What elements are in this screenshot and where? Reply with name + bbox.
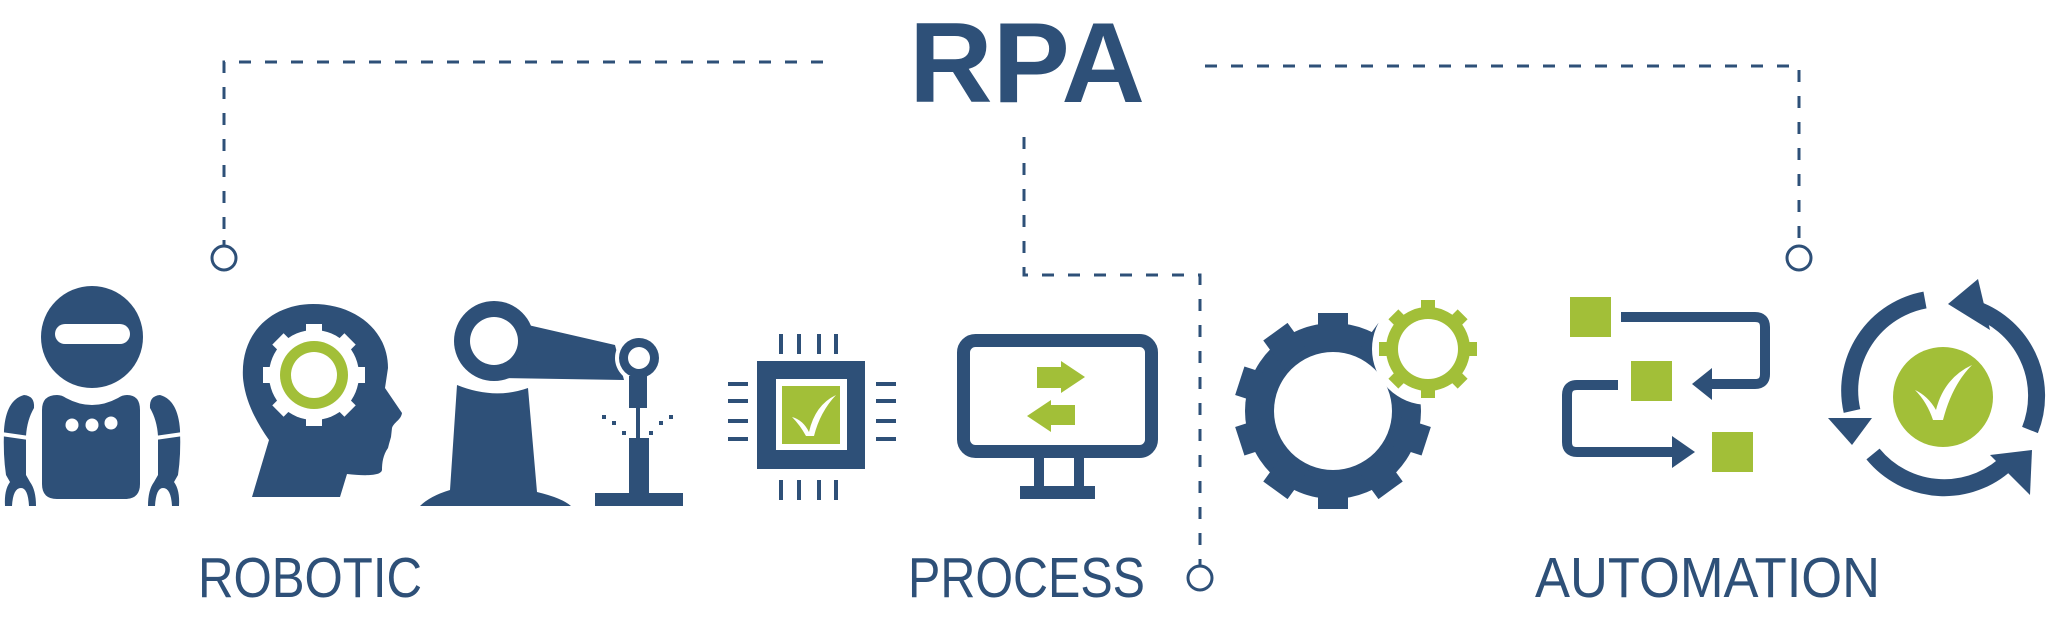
label-process: PROCESS bbox=[908, 546, 1145, 610]
check-icon bbox=[1915, 365, 1972, 420]
connector-automation bbox=[1205, 64, 1813, 272]
robot-icon bbox=[0, 286, 185, 506]
connector-node bbox=[210, 244, 238, 272]
connector-node bbox=[1785, 244, 1813, 272]
cycle-check-icon bbox=[1828, 279, 2046, 497]
label-automation: AUTOMATION bbox=[1535, 546, 1880, 610]
arrow-right-icon bbox=[1037, 361, 1085, 393]
chip-check-icon bbox=[728, 334, 896, 500]
check-icon bbox=[792, 395, 836, 436]
label-robotic: ROBOTIC bbox=[198, 546, 422, 610]
page-title: RPA bbox=[909, 0, 1145, 127]
robot-arm-icon bbox=[420, 301, 683, 506]
flowchart-icon bbox=[1562, 297, 1770, 472]
gears-icon bbox=[1235, 293, 1484, 509]
connector-robotic bbox=[210, 60, 823, 272]
arrow-left-icon bbox=[1027, 400, 1075, 432]
connector-node bbox=[1186, 564, 1214, 592]
monitor-transfer-icon bbox=[957, 334, 1158, 499]
head-gear-icon bbox=[242, 304, 402, 497]
connector-process bbox=[1022, 137, 1214, 592]
